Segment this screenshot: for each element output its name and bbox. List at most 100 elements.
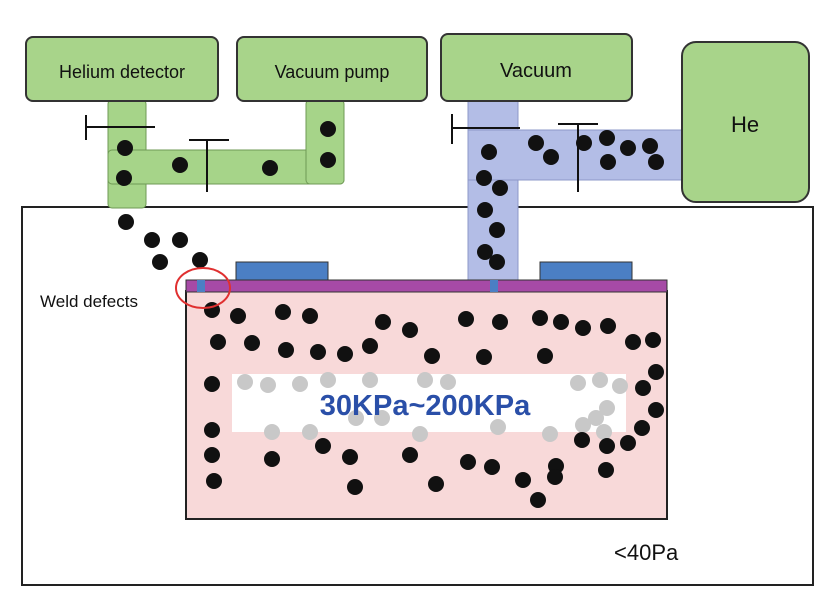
faded-particles — [237, 372, 628, 442]
faded-helium-particle — [570, 375, 586, 391]
faded-helium-particle — [348, 410, 364, 426]
helium-particle — [204, 376, 220, 392]
helium-particle — [206, 473, 222, 489]
faded-helium-particle — [596, 424, 612, 440]
helium-particle — [553, 314, 569, 330]
faded-helium-particle — [320, 372, 336, 388]
he-source-box — [681, 41, 810, 203]
helium-particle — [320, 152, 336, 168]
helium-particle — [477, 202, 493, 218]
helium-particle — [347, 479, 363, 495]
helium-particle — [477, 244, 493, 260]
helium-particle — [642, 138, 658, 154]
helium-particle — [532, 310, 548, 326]
helium-particle — [476, 170, 492, 186]
helium-particle — [275, 304, 291, 320]
helium-particle — [116, 170, 132, 186]
helium-particle — [337, 346, 353, 362]
helium-particle — [210, 334, 226, 350]
faded-helium-particle — [490, 419, 506, 435]
helium-particle — [428, 476, 444, 492]
helium-particle — [476, 349, 492, 365]
helium-particle — [489, 222, 505, 238]
helium-particle — [230, 308, 246, 324]
helium-particle — [515, 472, 531, 488]
helium-particle — [634, 420, 650, 436]
helium-particle — [117, 140, 133, 156]
pump-valve — [189, 139, 229, 192]
faded-helium-particle — [592, 372, 608, 388]
weld-flange — [185, 279, 668, 293]
helium-particle — [424, 348, 440, 364]
right-blue-pad — [539, 261, 633, 281]
vacuum-pump-box — [236, 36, 428, 102]
vacuum-label: Vacuum — [500, 60, 572, 82]
helium-particle — [310, 344, 326, 360]
helium-particle — [458, 311, 474, 327]
helium-particle — [320, 121, 336, 137]
helium-particle — [648, 364, 664, 380]
faded-helium-particle — [542, 426, 558, 442]
helium-particle — [543, 149, 559, 165]
he-label: He — [731, 112, 759, 137]
helium-particle — [576, 135, 592, 151]
weld-defect-marker — [175, 267, 231, 309]
helium-particle — [574, 432, 590, 448]
helium-particles — [116, 121, 664, 508]
helium-particle — [144, 232, 160, 248]
helium-particle — [489, 254, 505, 270]
helium-particle — [375, 314, 391, 330]
helium-particle — [342, 449, 358, 465]
faded-helium-particle — [417, 372, 433, 388]
helium-particle — [204, 447, 220, 463]
helium-particle — [537, 348, 553, 364]
helium-particle — [620, 140, 636, 156]
helium-particle — [302, 308, 318, 324]
helium-particle — [600, 318, 616, 334]
faded-helium-particle — [599, 400, 615, 416]
faded-helium-particle — [302, 424, 318, 440]
helium-particle — [625, 334, 641, 350]
faded-helium-particle — [374, 410, 390, 426]
helium-particle — [244, 335, 260, 351]
center-weld-gap — [490, 280, 498, 292]
helium-particle — [172, 157, 188, 173]
helium-particle — [530, 492, 546, 508]
valves — [85, 114, 598, 192]
faded-helium-particle — [362, 372, 378, 388]
faded-helium-particle — [588, 410, 604, 426]
vacuum-box — [440, 33, 633, 102]
detector-valve — [85, 115, 155, 140]
helium-particle — [600, 154, 616, 170]
left-blue-pad — [235, 261, 329, 281]
helium-particle — [575, 320, 591, 336]
helium-particle — [481, 144, 497, 160]
faded-helium-particle — [412, 426, 428, 442]
helium-particle — [599, 130, 615, 146]
helium-detector-label: Helium detector — [59, 62, 185, 82]
helium-particle — [264, 451, 280, 467]
pump-vertical-pipe — [305, 99, 345, 185]
helium-detector-box — [25, 36, 219, 102]
helium-particle — [528, 135, 544, 151]
helium-particle — [460, 454, 476, 470]
helium-particle — [402, 447, 418, 463]
helium-particle — [402, 322, 418, 338]
helium-particle — [492, 180, 508, 196]
helium-particle — [599, 438, 615, 454]
vacuum-pump-label: Vacuum pump — [275, 62, 390, 82]
faded-helium-particle — [237, 374, 253, 390]
faded-helium-particle — [440, 374, 456, 390]
helium-particle — [598, 462, 614, 478]
helium-particle — [620, 435, 636, 451]
vacuum-valve — [451, 114, 520, 144]
inner-pressure-label: 30KPa~200KPa — [320, 390, 531, 422]
left-weld-gap — [197, 280, 205, 292]
faded-helium-particle — [612, 378, 628, 394]
helium-particle — [635, 380, 651, 396]
faded-helium-particle — [292, 376, 308, 392]
helium-particle — [648, 154, 664, 170]
helium-particle — [192, 252, 208, 268]
helium-particle — [204, 422, 220, 438]
